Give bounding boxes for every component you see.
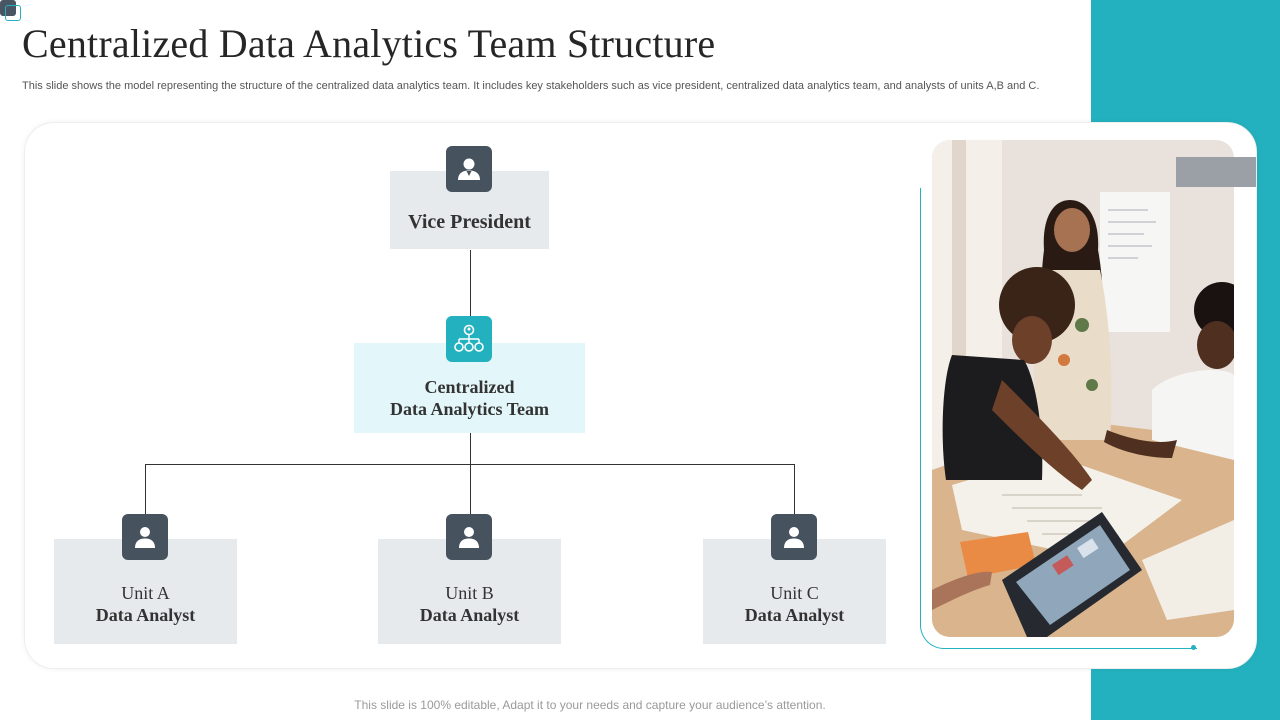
user-icon (446, 146, 492, 192)
gray-accent-tab (1176, 157, 1256, 187)
connector-unit-c (794, 464, 795, 514)
user-icon (446, 514, 492, 560)
unit-c-label: Unit C (770, 583, 819, 603)
org-hierarchy-icon (446, 316, 492, 362)
connector-unit-a (145, 464, 146, 514)
central-team-label-line2: Data Analytics Team (389, 399, 549, 419)
photo-outline-accent (920, 188, 1197, 649)
unit-a-role: Data Analyst (95, 605, 196, 625)
vice-president-label: Vice President (408, 211, 531, 233)
connector-horizontal (145, 464, 795, 465)
photo-outline-dot (1191, 645, 1196, 650)
user-icon (122, 514, 168, 560)
unit-a-label: Unit A (121, 583, 170, 603)
team-meeting-photo (932, 140, 1234, 637)
unit-b-role: Data Analyst (419, 605, 520, 625)
slide-title: Centralized Data Analytics Team Structur… (22, 21, 716, 66)
central-team-label-line1: Centralized (424, 377, 515, 397)
slide-subtitle: This slide shows the model representing … (22, 80, 1040, 92)
unit-b-label: Unit B (445, 583, 494, 603)
user-icon (771, 514, 817, 560)
connector-team-down (470, 433, 471, 514)
unit-c-role: Data Analyst (744, 605, 845, 625)
slide-footer: This slide is 100% editable, Adapt it to… (354, 698, 826, 712)
connector-vp-to-team (470, 250, 471, 316)
corner-logo-mark (0, 0, 22, 22)
